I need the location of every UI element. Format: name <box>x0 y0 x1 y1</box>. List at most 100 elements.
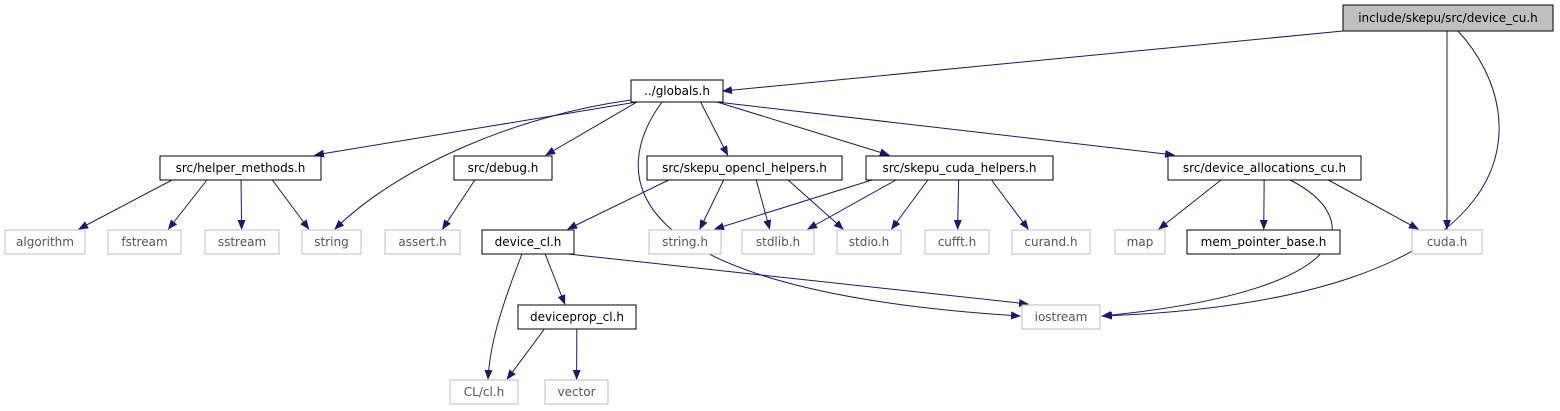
node-label: CL/cl.h <box>464 385 504 399</box>
node-label: device_cl.h <box>495 235 562 249</box>
node-label: curand.h <box>1024 235 1077 249</box>
node-label: stdlib.h <box>756 235 800 249</box>
node-box <box>1186 229 1341 255</box>
node-label: map <box>1127 235 1154 249</box>
edge-debug-to-assert <box>442 179 476 230</box>
node-box <box>1021 304 1101 330</box>
node-label: src/skepu_opencl_helpers.h <box>662 161 827 175</box>
node-label: src/helper_methods.h <box>176 161 306 175</box>
node-label: deviceprop_cl.h <box>530 310 624 324</box>
nodes-layer: include/skepu/src/device_cu.h ../globals.… <box>4 4 1554 405</box>
node-box <box>384 229 461 255</box>
node-box <box>648 229 722 255</box>
node-helper[interactable]: src/helper_methods.h <box>159 155 322 181</box>
node-root[interactable]: include/skepu/src/device_cu.h <box>1342 4 1554 32</box>
edge-globals-to-helper <box>314 101 638 158</box>
node-label: string.h <box>662 235 708 249</box>
node-box <box>544 379 609 405</box>
edge-helper-to-fstream <box>167 179 208 230</box>
edge-devicecl-to-deviceprop <box>544 253 566 305</box>
node-label: src/device_allocations_cu.h <box>1183 161 1346 175</box>
node-label: stdio.h <box>849 235 889 249</box>
node-devalloc[interactable]: src/device_allocations_cu.h <box>1167 155 1362 181</box>
node-box <box>449 379 519 405</box>
node-label: cuda.h <box>1427 235 1468 249</box>
edge-devalloc-to-map <box>1158 179 1222 230</box>
node-sstream: sstream <box>204 229 280 255</box>
edge-deviceprop-to-clh <box>506 328 545 380</box>
edge-opencl-to-stringh <box>699 179 725 230</box>
node-box <box>865 155 1054 181</box>
edge-devalloc-to-cuda <box>1328 179 1419 230</box>
node-curand: curand.h <box>1011 229 1091 255</box>
node-debug[interactable]: src/debug.h <box>453 155 553 181</box>
node-string: string <box>301 229 362 255</box>
node-label: assert.h <box>398 235 446 249</box>
node-label: ../globals.h <box>644 84 710 98</box>
node-globals[interactable]: ../globals.h <box>630 79 724 103</box>
edge-cudah-to-stdlib <box>807 179 897 230</box>
edge-opencl-to-stdlib <box>755 179 772 230</box>
edge-opencl-to-devicecl <box>567 179 669 230</box>
edge-globals-to-string <box>334 99 632 230</box>
node-label: cufft.h <box>938 235 977 249</box>
node-label: fstream <box>121 235 167 249</box>
node-box <box>453 155 553 181</box>
node-iostream: iostream <box>1021 304 1101 330</box>
edge-opencl-to-stdio <box>787 179 844 230</box>
node-label: algorithm <box>16 235 74 249</box>
edge-globals-to-devalloc <box>716 101 1175 158</box>
node-label: vector <box>557 385 595 399</box>
node-box <box>517 304 637 330</box>
edge-devicecl-to-clh <box>484 253 523 380</box>
node-deviceprop[interactable]: deviceprop_cl.h <box>517 304 637 330</box>
edge-cudah-to-curand <box>991 179 1029 230</box>
node-label: sstream <box>218 235 266 249</box>
edge-helper-to-string <box>271 179 310 230</box>
edge-devicecl-to-iostream <box>567 253 1029 308</box>
edge-helper-to-algorithm <box>78 179 173 230</box>
node-cufft: cufft.h <box>924 229 990 255</box>
node-box <box>4 229 86 255</box>
node-cuda: cuda.h <box>1411 229 1483 255</box>
edge-globals-to-debug <box>545 101 638 156</box>
edge-cudah-to-stdio <box>891 179 929 230</box>
node-box <box>1011 229 1091 255</box>
node-fstream: fstream <box>107 229 182 255</box>
node-opencl[interactable]: src/skepu_opencl_helpers.h <box>646 155 843 181</box>
node-label: string <box>314 235 348 249</box>
node-cudah[interactable]: src/skepu_cuda_helpers.h <box>865 155 1054 181</box>
node-vector: vector <box>544 379 609 405</box>
node-box <box>107 229 182 255</box>
node-box <box>836 229 902 255</box>
node-box <box>741 229 815 255</box>
node-label: iostream <box>1035 310 1088 324</box>
edges-layer <box>78 30 1500 380</box>
node-box <box>301 229 362 255</box>
edge-cudah-to-cufft <box>953 179 962 230</box>
node-label: mem_pointer_base.h <box>1201 235 1327 249</box>
node-stdio: stdio.h <box>836 229 902 255</box>
node-box <box>204 229 280 255</box>
node-assert: assert.h <box>384 229 461 255</box>
node-box <box>630 79 724 103</box>
edge-globals-to-opencl <box>700 101 729 156</box>
edge-helper-to-sstream <box>237 179 246 230</box>
node-map: map <box>1114 229 1166 255</box>
node-box <box>1411 229 1483 255</box>
node-box <box>481 229 575 255</box>
node-box <box>1342 4 1554 32</box>
node-stringh: string.h <box>648 229 722 255</box>
node-devicecl[interactable]: device_cl.h <box>481 229 575 255</box>
node-label: src/skepu_cuda_helpers.h <box>882 161 1036 175</box>
node-box <box>1114 229 1166 255</box>
node-clh: CL/cl.h <box>449 379 519 405</box>
node-box <box>1167 155 1362 181</box>
edge-globals-to-iostream <box>637 101 1021 320</box>
node-mempointer[interactable]: mem_pointer_base.h <box>1186 229 1341 255</box>
node-label: src/debug.h <box>468 161 539 175</box>
node-box <box>646 155 843 181</box>
node-stdlib: stdlib.h <box>741 229 815 255</box>
node-box <box>159 155 322 181</box>
